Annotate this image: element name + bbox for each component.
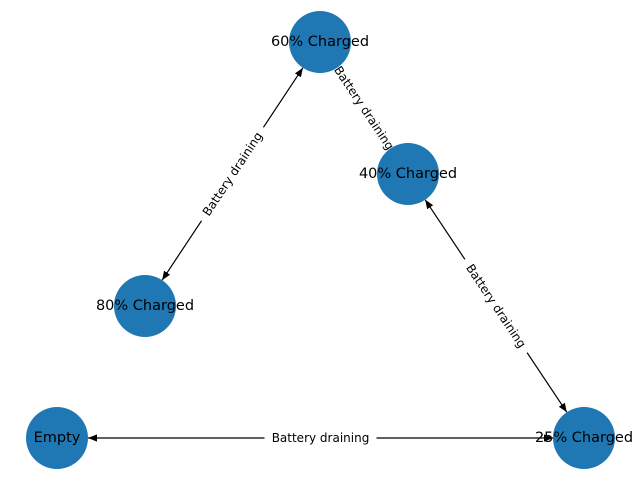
node-n60: 60% Charged <box>271 11 369 73</box>
node-n25: 25% Charged <box>535 407 633 469</box>
edge-n60-n40: Battery draining <box>325 56 403 160</box>
edge-label-group: Battery draining <box>264 429 377 447</box>
state-node-label: 25% Charged <box>535 430 633 446</box>
edge-label-background <box>194 122 271 226</box>
edge-label-background <box>325 56 403 160</box>
edge-n80-n60: Battery draining <box>161 67 304 281</box>
edge-n25-nEmpty: Battery draining <box>88 429 553 447</box>
state-node-label: 60% Charged <box>271 34 369 50</box>
state-node-label: Empty <box>34 430 81 446</box>
edge-label: Battery draining <box>272 431 370 445</box>
edge-label: Battery draining <box>331 63 397 152</box>
state-node-circle <box>26 407 88 469</box>
edge-label-group: Battery draining <box>194 122 271 226</box>
state-node-circle <box>114 275 176 337</box>
state-node-circle <box>553 407 615 469</box>
edge-label-group: Battery draining <box>457 254 535 358</box>
edge-label: Battery draining <box>463 261 529 350</box>
edge-label-background <box>457 254 535 358</box>
edge-label-group: Battery draining <box>325 56 403 160</box>
state-node-circle <box>377 143 439 205</box>
state-node-label: 80% Charged <box>96 298 194 314</box>
state-node-label: 40% Charged <box>359 166 457 182</box>
node-nEmpty: Empty <box>26 407 88 469</box>
node-n40: 40% Charged <box>359 143 457 205</box>
edge-n40-n25: Battery draining <box>424 199 568 413</box>
state-node-circle <box>289 11 351 73</box>
edge-label: Battery draining <box>200 129 266 218</box>
edge-label-background <box>264 429 377 447</box>
node-n80: 80% Charged <box>96 275 194 337</box>
